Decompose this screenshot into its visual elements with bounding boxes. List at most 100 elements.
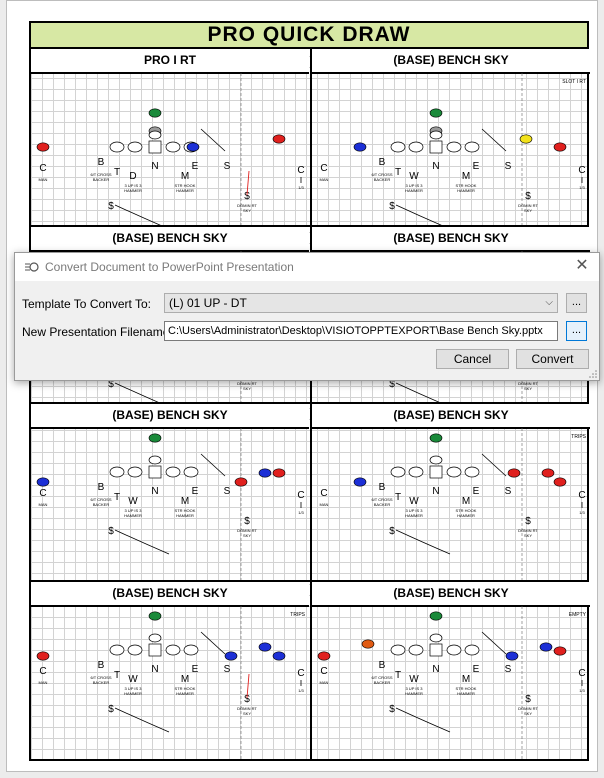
defender-note: 1/3: [579, 185, 585, 190]
player-marker: [258, 642, 272, 652]
resize-grip-icon[interactable]: [589, 370, 597, 378]
defender-note: 3 UP IS 3: [124, 508, 142, 513]
close-icon[interactable]: ✕: [575, 257, 589, 274]
defender-note: HAMMER: [405, 691, 423, 696]
defender-label: B: [98, 660, 105, 671]
formation-tag: SLOT I RT: [562, 79, 586, 85]
defender-note: DOMIN RT: [237, 381, 257, 386]
defender-note: 6/T CROSS: [90, 675, 111, 680]
lineman-marker: [109, 466, 125, 478]
cancel-button[interactable]: Cancel: [436, 349, 509, 369]
defender-label: C: [39, 666, 46, 677]
player-marker: [36, 142, 50, 152]
defender-note: HAMMER: [405, 188, 423, 193]
defender-label: M: [462, 496, 470, 507]
player-marker: [186, 142, 200, 152]
browse-template-button[interactable]: ...: [566, 293, 587, 313]
defender-label: N: [151, 486, 158, 497]
defender-label: $: [108, 201, 114, 212]
route-line: [481, 453, 507, 477]
defender-label: E: [192, 486, 199, 497]
defender-note: HAMMER: [457, 691, 475, 696]
defender-note: BACKER: [93, 680, 110, 685]
defender-label: S: [224, 486, 231, 497]
defender-note: DOMIN RT: [237, 528, 257, 533]
defender-note: 6/T CROSS: [371, 497, 392, 502]
qb-marker: [148, 130, 162, 140]
route-line: [395, 382, 445, 404]
defender-note: BACKER: [93, 502, 110, 507]
chevron-down-icon: ⌵: [545, 297, 553, 308]
defender-label: T: [395, 670, 401, 681]
defender-label: C: [320, 488, 327, 499]
filename-input[interactable]: C:\Users\Administrator\Desktop\VISIOTOPP…: [164, 321, 558, 341]
player-marker: [36, 651, 50, 661]
qb-marker: [429, 130, 443, 140]
defender-note: DOMIN RT: [518, 528, 538, 533]
player-marker: [553, 646, 567, 656]
convert-button[interactable]: Convert: [516, 349, 589, 369]
defender-label: M: [181, 496, 189, 507]
defender-label: D: [129, 171, 136, 182]
defender-label: $: [108, 379, 114, 390]
route-line: [200, 631, 226, 655]
template-dropdown[interactable]: (L) 01 UP - DT ⌵: [164, 293, 558, 313]
defender-label: B: [379, 482, 386, 493]
defender-label: B: [379, 157, 386, 168]
defender-label: M: [181, 171, 189, 182]
defender-label: C: [297, 490, 304, 501]
defender-note: MAN: [320, 502, 329, 507]
dialog-title: Convert Document to PowerPoint Presentat…: [45, 260, 294, 274]
defender-label: C: [320, 666, 327, 677]
defender-label: C: [578, 490, 585, 501]
defender-label: W: [409, 496, 419, 507]
lineman-marker: [408, 644, 424, 656]
route-line: [114, 204, 164, 226]
player-marker: [258, 468, 272, 478]
route-line: [114, 707, 170, 733]
defender-label: E: [473, 664, 480, 675]
defender-note: HAMMER: [176, 513, 194, 518]
defender-note: DOMIN RT: [518, 381, 538, 386]
player-marker: [234, 477, 248, 487]
defender-note: STR HOOK: [456, 686, 477, 691]
defender-label: E: [473, 161, 480, 172]
defender-label: N: [151, 664, 158, 675]
grid-divider: [31, 225, 587, 227]
defender-label: $: [389, 379, 395, 390]
dialog-titlebar[interactable]: Convert Document to PowerPoint Presentat…: [15, 253, 599, 281]
defender-note: 6/T CROSS: [371, 172, 392, 177]
player-marker: [539, 642, 553, 652]
player-marker: [353, 477, 367, 487]
browse-filename-button[interactable]: ...: [566, 321, 587, 341]
defender-note: HAMMER: [176, 691, 194, 696]
defender-label: N: [151, 161, 158, 172]
lineman-marker: [464, 466, 480, 478]
defender-label: E: [192, 161, 199, 172]
player-marker: [224, 651, 238, 661]
center-marker: [429, 140, 443, 154]
grid-divider-vertical: [310, 49, 312, 759]
formation-tag: EMPTY: [568, 612, 586, 618]
defender-label: C: [39, 163, 46, 174]
defender-label: W: [128, 674, 138, 685]
player-marker: [148, 108, 162, 118]
defender-note: SKY: [524, 711, 532, 716]
center-marker: [148, 465, 162, 479]
defender-note: 1/3: [579, 688, 585, 693]
lineman-marker: [183, 466, 199, 478]
defender-label: $: [525, 516, 531, 527]
defender-note: 1/3: [579, 510, 585, 515]
defender-note: HAMMER: [124, 691, 142, 696]
